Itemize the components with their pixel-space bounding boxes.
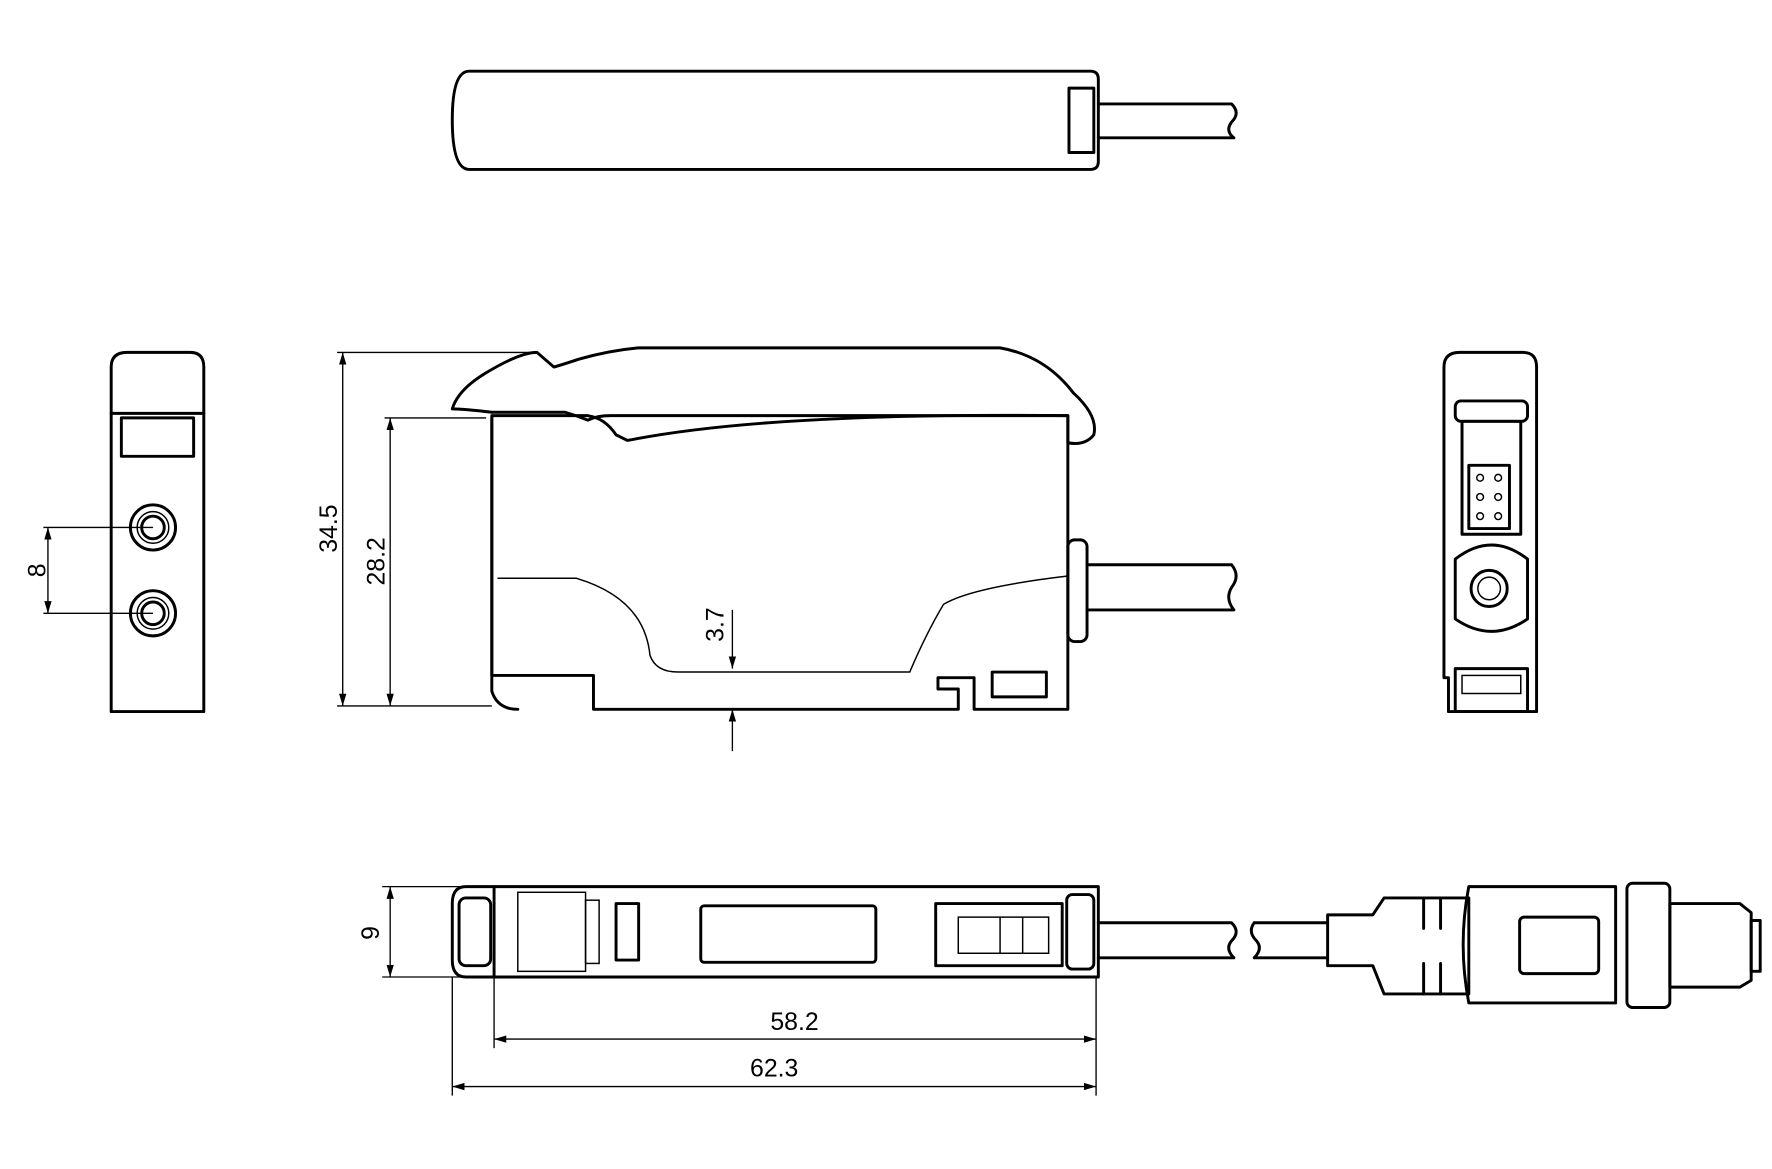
bottom-view: 9 58.2 62.3 — [358, 881, 1762, 1096]
dim-height-total: 34.5 — [316, 504, 343, 552]
right-side-view — [1442, 350, 1539, 714]
left-side-view: 8 — [25, 350, 206, 714]
front-view: 34.5 28.2 3.7 — [316, 346, 1238, 752]
dim-length-total: 62.3 — [750, 1055, 798, 1082]
dim-rail-offset: 3.7 — [702, 607, 729, 642]
dim-hole-spacing: 8 — [25, 563, 52, 577]
dim-length-body: 58.2 — [770, 1009, 818, 1036]
dim-height-body: 28.2 — [364, 537, 391, 585]
top-view — [450, 69, 1238, 171]
pin-grid — [1475, 473, 1503, 521]
dim-width: 9 — [358, 926, 385, 940]
